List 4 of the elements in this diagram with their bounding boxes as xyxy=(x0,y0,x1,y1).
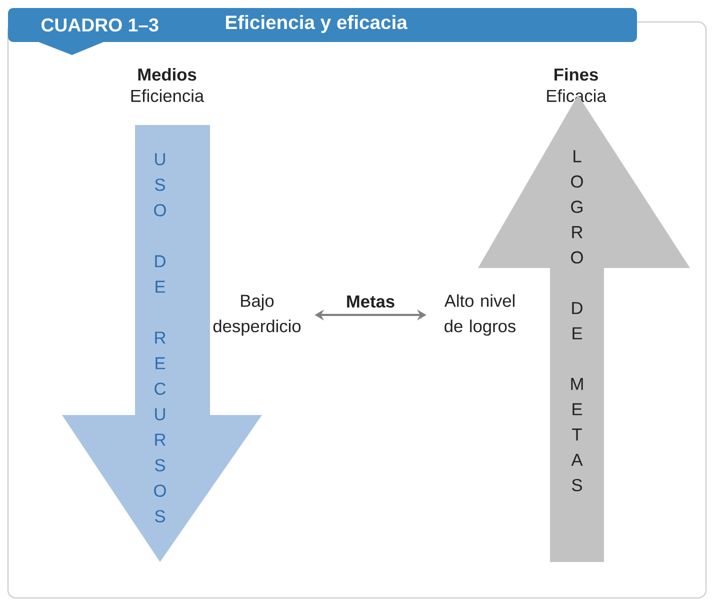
title: Eficiencia y eficacia xyxy=(226,14,408,33)
column-heading: Medios Eficiencia xyxy=(131,68,204,102)
edge-label: Metas xyxy=(347,296,394,308)
figure-number: CUADRO 1–3 xyxy=(42,18,158,32)
